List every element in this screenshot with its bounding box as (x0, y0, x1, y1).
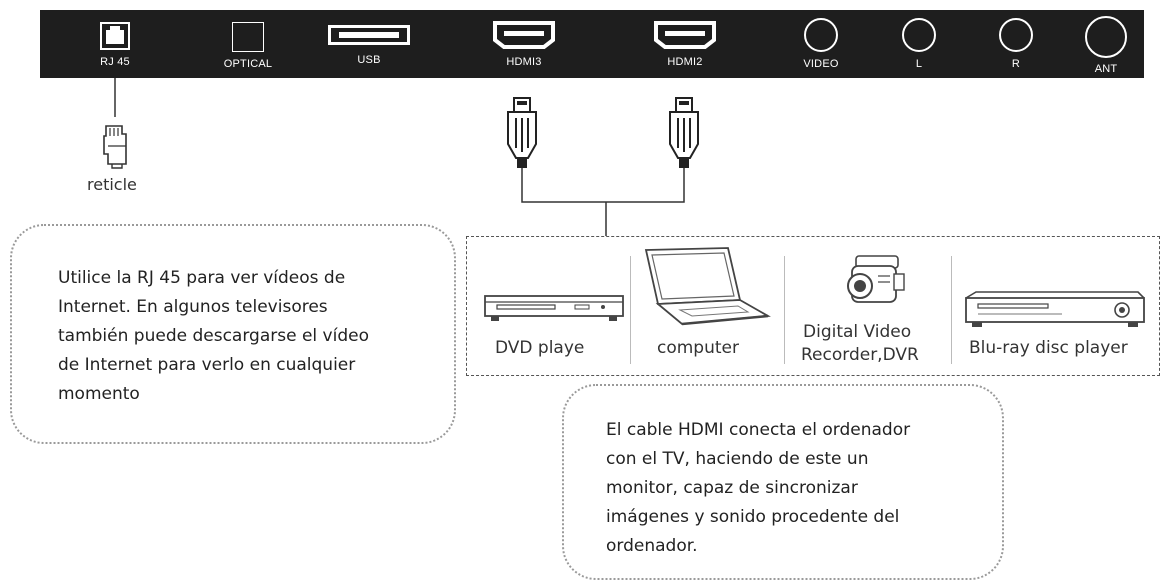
device-label-dvr-line1: Digital Video (803, 322, 912, 342)
device-divider (630, 256, 631, 364)
note-line: monitor, capaz de sincronizar (606, 478, 858, 498)
device-label-dvd: DVD playe (495, 338, 585, 358)
device-divider (951, 256, 952, 364)
port-label-usb: USB (357, 54, 381, 66)
camcorder-icon (847, 255, 905, 303)
note-line: momento (58, 384, 140, 404)
device-label-bluray: Blu-ray disc player (969, 338, 1128, 358)
note-line: imágenes y sonido procedente del (606, 507, 900, 527)
note-line: El cable HDMI conecta el ordenador (606, 420, 911, 440)
rca-jack-icon (902, 18, 936, 52)
optical-port-icon (232, 22, 264, 52)
devices-box (466, 236, 1160, 376)
laptop-icon (644, 247, 771, 326)
port-label-optical: OPTICAL (223, 58, 273, 70)
port-label-video: VIDEO (803, 58, 839, 70)
note-line: Utilice la RJ 45 para ver vídeos de (58, 268, 346, 288)
hdmi-cable-right (669, 97, 699, 168)
port-label-r: R (1011, 58, 1021, 70)
usb-port-icon (328, 25, 410, 45)
device-label-dvr-line2: Recorder,DVR (801, 345, 919, 365)
hdmi-port-icon (654, 21, 716, 49)
hdmi-cable-left (507, 97, 537, 168)
device-label-computer: computer (657, 338, 739, 358)
note-line: también puede descargarse el vídeo (58, 326, 369, 346)
note-line: con el TV, haciendo de este un (606, 449, 869, 469)
hdmi-port-icon (493, 21, 555, 49)
note-line: ordenador. (606, 536, 698, 556)
note-line: de Internet para verlo en cualquier (58, 355, 356, 375)
tv-back-panel: RJ 45 OPTICAL USB HDMI3 HDMI2 VIDEO L R … (40, 10, 1144, 78)
rca-jack-icon (999, 18, 1033, 52)
note-line: Internet. En algunos televisores (58, 297, 328, 317)
port-label-hdmi2: HDMI2 (667, 56, 703, 68)
port-label-l: L (915, 58, 923, 70)
dvd-player-icon (484, 295, 624, 321)
port-label-hdmi3: HDMI3 (506, 56, 542, 68)
bluray-player-icon (965, 291, 1145, 327)
antenna-jack-icon (1085, 16, 1127, 58)
device-divider (784, 256, 785, 364)
port-label-ant: ANT (1094, 63, 1118, 75)
port-label-rj45: RJ 45 (100, 56, 130, 68)
rca-jack-icon (804, 18, 838, 52)
network-plug-icon (103, 125, 127, 169)
reticle-label: reticle (87, 175, 137, 194)
rj45-port-icon (100, 22, 130, 50)
rj45-info-note: Utilice la RJ 45 para ver vídeos de Inte… (10, 224, 456, 444)
hdmi-info-note: El cable HDMI conecta el ordenador con e… (562, 384, 1004, 580)
